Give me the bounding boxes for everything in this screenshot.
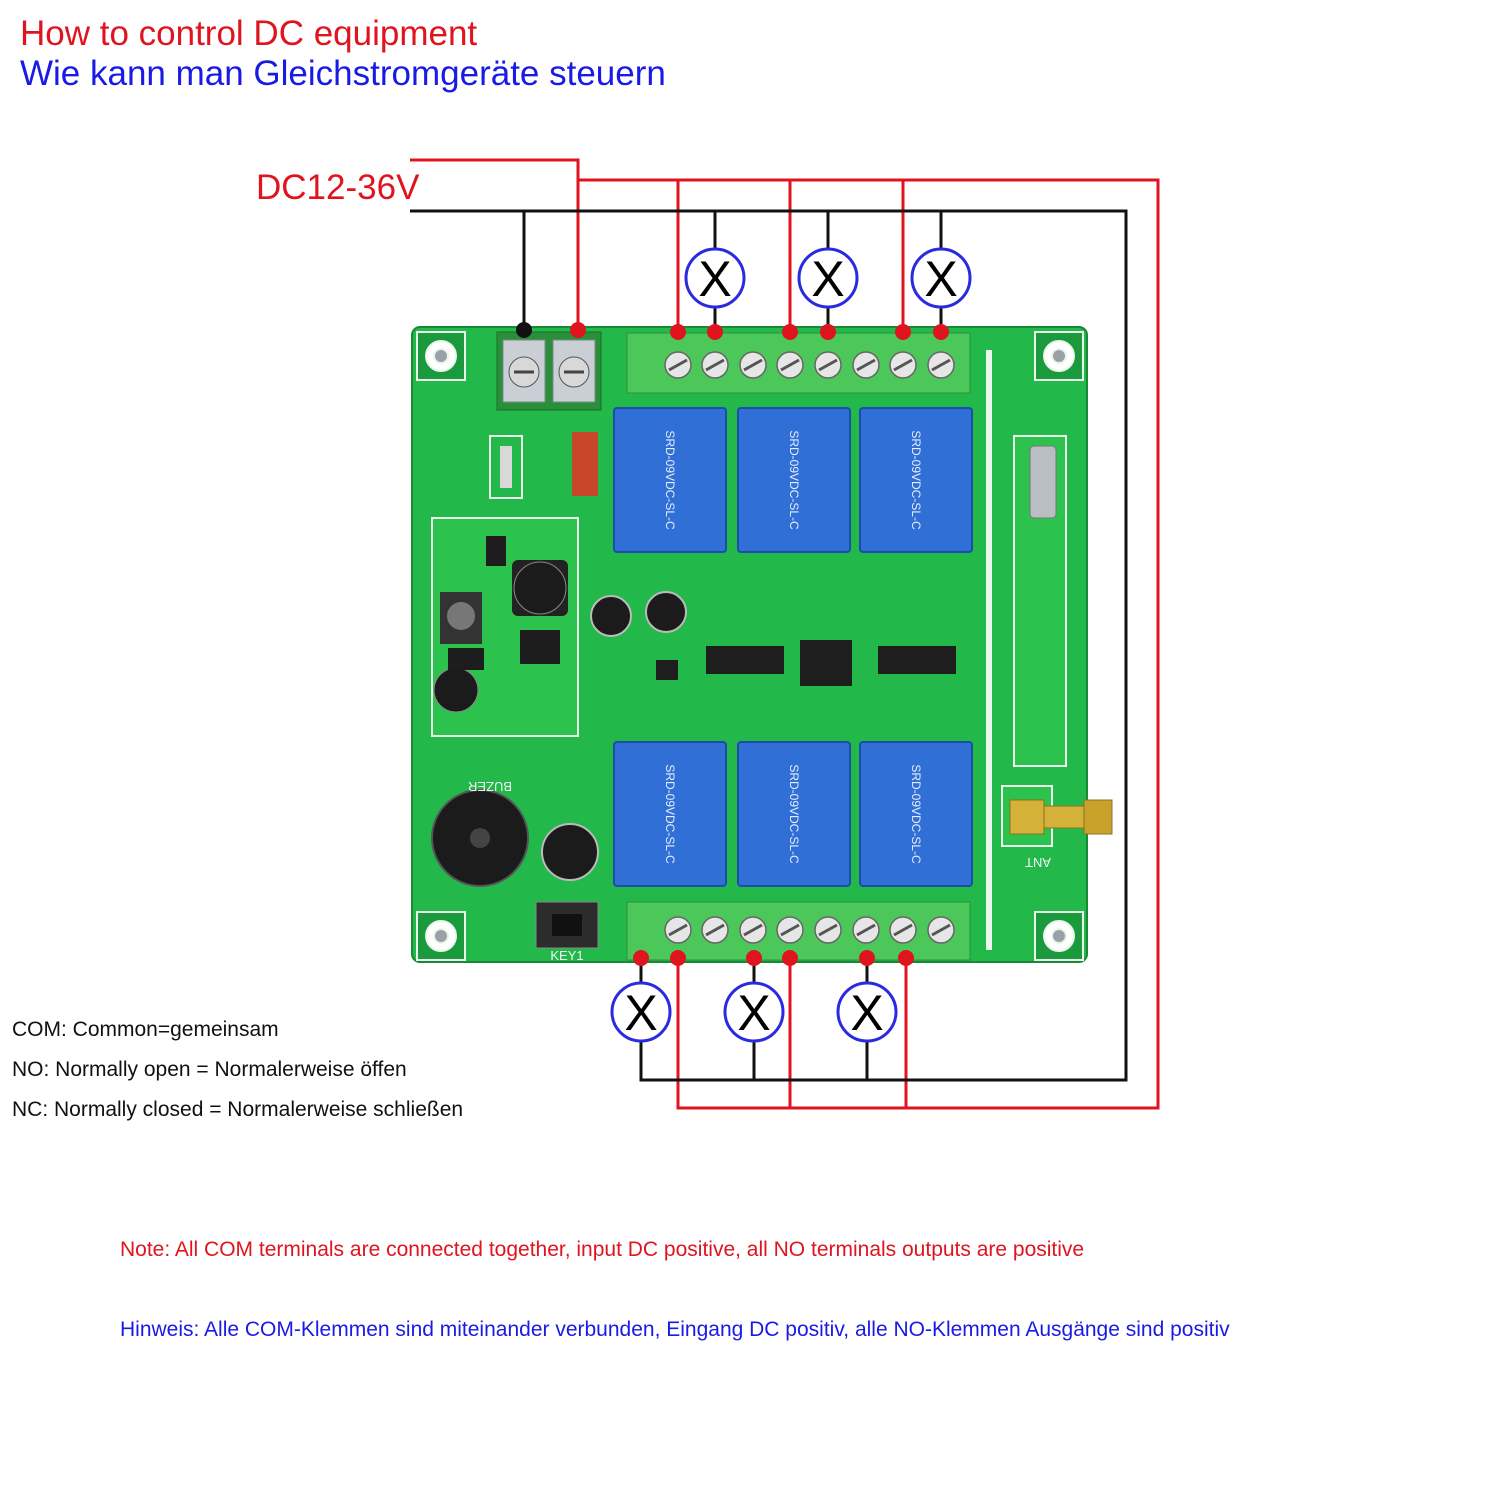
load-lamp: X [910,247,972,309]
terminal-screw [852,916,880,944]
terminal-screw [664,351,692,379]
top-terminal-screws [664,351,955,379]
terminal-screw [776,916,804,944]
rf-receiver-module [1013,435,1067,767]
terminal-screw [739,351,767,379]
capacitor [645,591,687,633]
buzzer: BUZER [431,779,529,887]
terminal-screw [927,351,955,379]
terminal-screw [852,351,880,379]
load-symbol: X [924,251,957,307]
buzzer-label: BUZER [468,779,512,794]
terminal-screw [814,351,842,379]
tvs-diode [572,432,598,496]
terminal-screw [814,916,842,944]
terminal-screw [889,351,917,379]
relay: SRD-09VDC-SL-C [737,407,851,553]
load-symbol: X [737,985,770,1041]
relay-model-label: SRD-09VDC-SL-C [787,764,801,864]
relay-model-label: SRD-09VDC-SL-C [909,764,923,864]
load-lamp: X [684,247,746,309]
note-english: Note: All COM terminals are connected to… [120,1238,1085,1261]
relay-model-label: SRD-09VDC-SL-C [663,430,677,530]
fuse [500,446,512,488]
terminal-screw [739,916,767,944]
power-module [431,517,579,737]
load-symbol: X [698,251,731,307]
relay: SRD-09VDC-SL-C [737,741,851,887]
legend-com: COM: Common=gemeinsam [12,1018,279,1041]
relay: SRD-09VDC-SL-C [859,407,973,553]
load-lamp: X [610,981,672,1043]
relay: SRD-09VDC-SL-C [859,741,973,887]
load-symbol: X [811,251,844,307]
load-lamp: X [797,247,859,309]
relays: SRD-09VDC-SL-C SRD-09VDC-SL-C SRD-09VDC-SL… [613,407,973,887]
antenna-label: ANT [1025,855,1051,870]
terminal-screw [776,351,804,379]
load-symbol: X [624,985,657,1041]
note-german: Hinweis: Alle COM-Klemmen sind miteinand… [120,1318,1230,1341]
supply-voltage-label: DC12-36V [256,168,420,207]
pairing-key: KEY1 [535,901,599,963]
fuse-holder [489,435,523,499]
connection-dots [516,322,949,966]
relay-model-label: SRD-09VDC-SL-C [787,430,801,530]
load-lamp: X [723,981,785,1043]
load-lamp: X [836,981,898,1043]
silkscreen-line [986,350,992,950]
terminal-screw [927,916,955,944]
terminal-screw [889,916,917,944]
legend-no: NO: Normally open = Normalerweise öffen [12,1058,407,1081]
loads: X X X X X X [610,247,972,1043]
terminal-screw [701,351,729,379]
capacitor [590,595,632,637]
integrated-circuits [656,640,956,686]
legend-nc: NC: Normally closed = Normalerweise schl… [12,1098,464,1121]
bottom-terminal-screws [664,916,955,944]
relay: SRD-09VDC-SL-C [613,407,727,553]
antenna-connector: ANT [1001,785,1113,870]
title-german: Wie kann man Gleichstromgeräte steuern [20,54,666,93]
relay-model-label: SRD-09VDC-SL-C [663,764,677,864]
mounting-holes [416,331,1084,961]
relay-model-label: SRD-09VDC-SL-C [909,430,923,530]
title-english: How to control DC equipment [20,14,478,53]
terminal-screw [701,916,729,944]
power-input-terminal [496,331,602,411]
key-label: KEY1 [550,948,583,963]
relay-board: SRD-09VDC-SL-C SRD-09VDC-SL-C SRD-09VDC-SL… [411,326,1113,963]
load-symbol: X [850,985,883,1041]
relay: SRD-09VDC-SL-C [613,741,727,887]
capacitor [541,823,599,881]
terminal-screw [664,916,692,944]
positive-wires [410,158,1160,1110]
